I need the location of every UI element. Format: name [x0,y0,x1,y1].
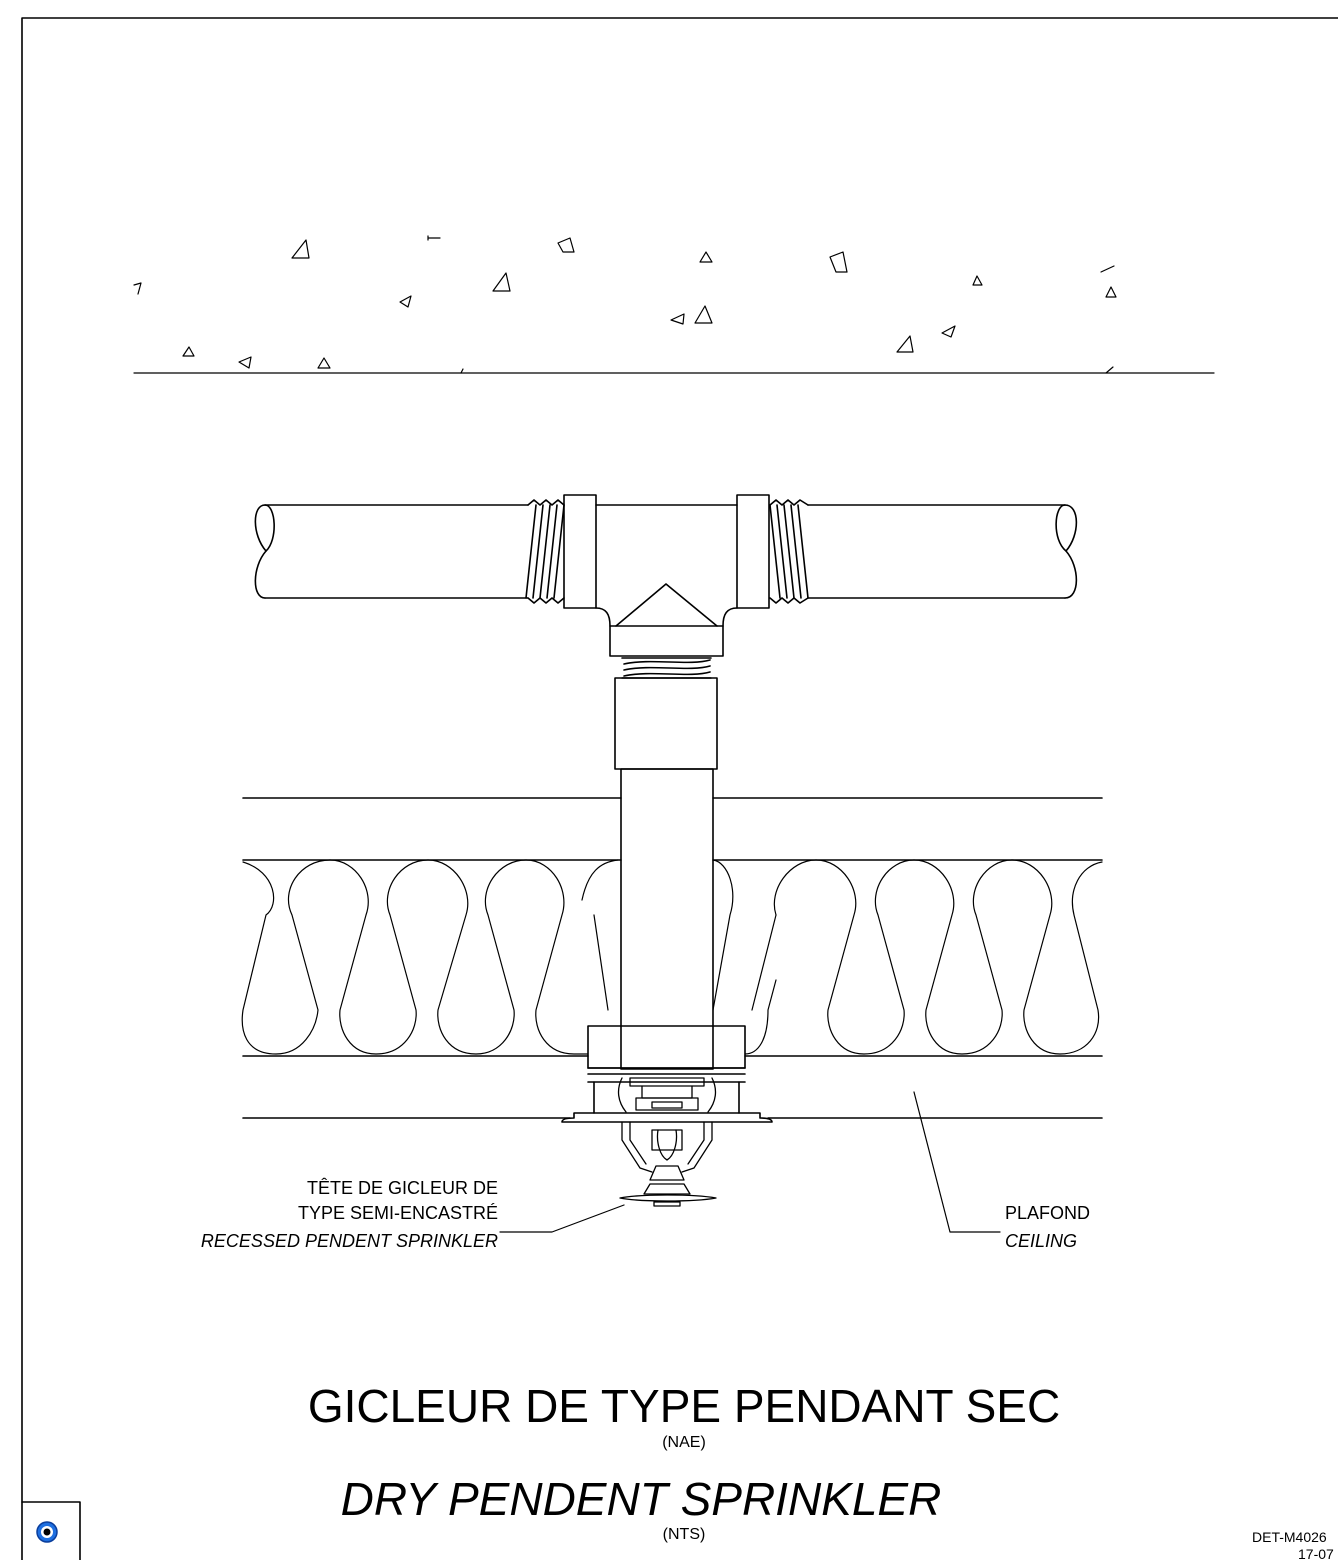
drawing-reference-code: DET-M4026 [1252,1529,1327,1545]
title-french-scale: (NAE) [662,1434,706,1451]
concrete-slab [133,235,1215,374]
sprinkler-housing [561,1025,773,1123]
drawing-reference-date: 17-07 [1298,1546,1334,1562]
sprinkler-label-fr-1: TÊTE DE GICLEUR DE [306,1178,498,1198]
ceiling-label-en: CEILING [1005,1231,1078,1251]
insulation [241,859,1103,1055]
title-english: DRY PENDENT SPRINKLER [340,1473,942,1525]
sheet-border [21,17,1338,1560]
title-english-scale: (NTS) [662,1526,706,1543]
sprinkler-head [617,1077,717,1207]
sprinkler-label-en: RECESSED PENDENT SPRINKLER [200,1231,498,1251]
dry-barrel [614,677,718,1070]
ceiling-label-fr: PLAFOND [1005,1203,1091,1223]
tee-fitting [563,494,770,679]
sprinkler-label-fr-2: TYPE SEMI-ENCASTRÉ [297,1203,498,1223]
ceiling-lines [242,797,1103,1119]
sprinkler-leader [499,1204,625,1233]
pipe-left [254,499,565,604]
pipe-right [769,499,1078,604]
agency-logo [21,1501,81,1560]
leaders [499,1091,1001,1233]
ceiling-leader [913,1091,1001,1233]
title-french: GICLEUR DE TYPE PENDANT SEC [307,1380,1061,1432]
